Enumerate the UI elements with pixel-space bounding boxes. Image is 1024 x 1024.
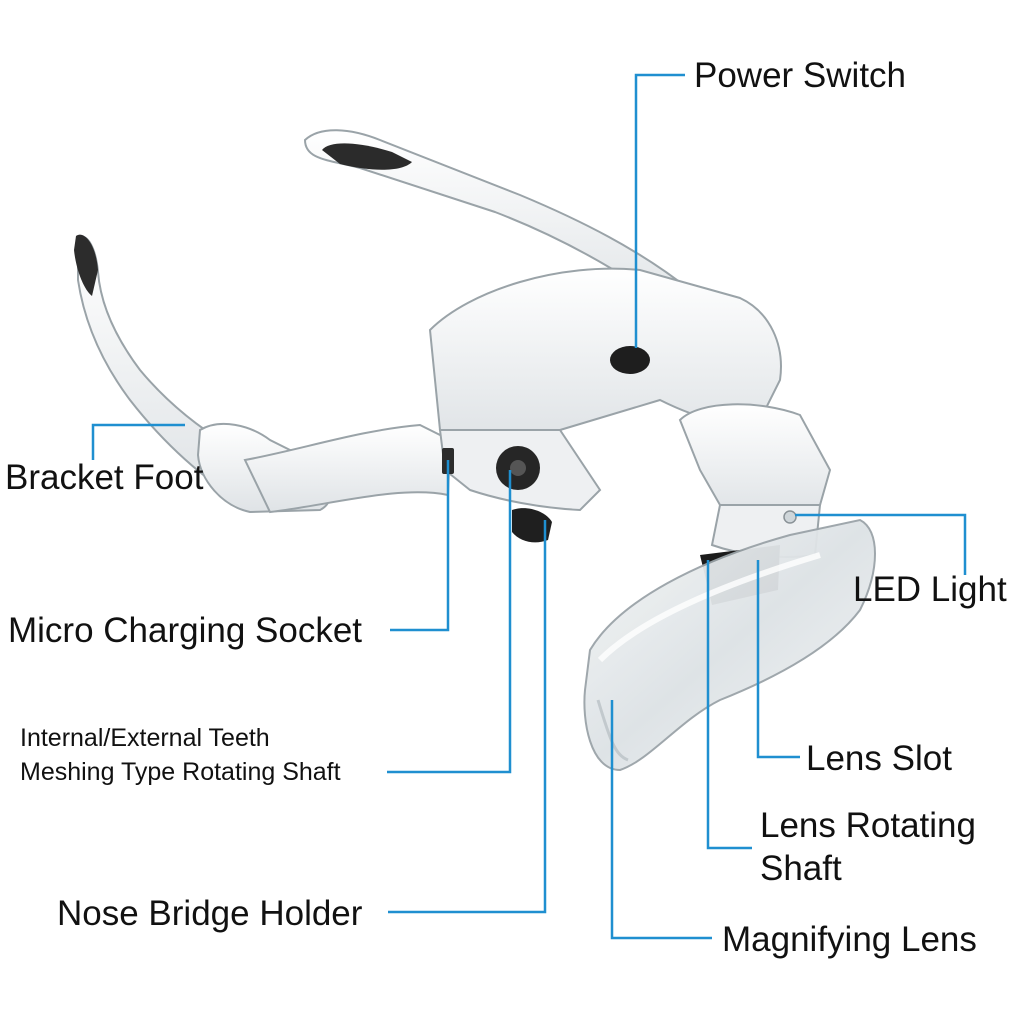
left-arm-end-pad	[74, 234, 98, 296]
leader-teeth-shaft	[387, 470, 512, 774]
leader-nose-bridge	[388, 520, 547, 914]
leader-power-switch	[634, 73, 685, 348]
label-micro-charging-socket: Micro Charging Socket	[8, 611, 363, 650]
leader-lines	[91, 73, 967, 940]
label-lens-slot: Lens Slot	[806, 739, 952, 778]
nose-bridge-holder-part	[512, 508, 552, 543]
label-nose-bridge-holder: Nose Bridge Holder	[57, 894, 363, 933]
led-light-dot	[783, 510, 797, 524]
label-bracket-foot: Bracket Foot	[5, 458, 204, 497]
label-teeth-line2: Meshing Type Rotating Shaft	[20, 758, 341, 786]
label-teeth-line1: Internal/External Teeth	[20, 724, 270, 752]
magnifying-lens	[583, 518, 876, 772]
label-lens-rotating-line2: Shaft	[760, 849, 842, 888]
head-arm-grip	[322, 143, 412, 170]
front-frame	[243, 423, 452, 514]
leader-micro-charging	[390, 460, 450, 632]
light-module	[678, 403, 832, 518]
leader-lens-rotating	[706, 560, 752, 850]
label-lens-rotating-line1: Lens Rotating	[760, 806, 976, 845]
label-magnifying-lens: Magnifying Lens	[722, 920, 977, 959]
power-switch-button	[610, 346, 650, 374]
leader-lens-slot	[756, 560, 800, 759]
label-led-light: LED Light	[853, 570, 1007, 609]
leader-bracket-foot	[91, 423, 185, 460]
leader-magnifying-lens	[610, 700, 712, 940]
label-power-switch: Power Switch	[694, 56, 907, 95]
leader-led-light	[795, 513, 967, 575]
